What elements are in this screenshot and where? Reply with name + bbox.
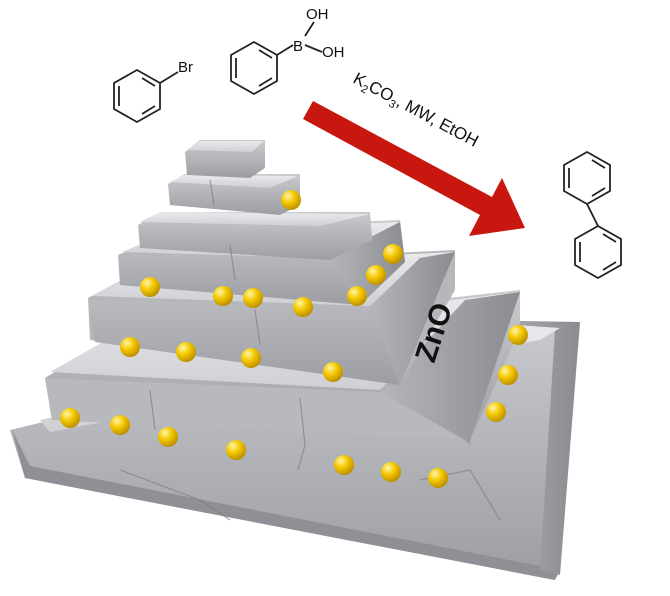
- reaction-arrow-icon: [303, 101, 525, 236]
- biphenyl-product-molecule: [563, 150, 622, 280]
- benzene-ring-icon: [563, 150, 611, 206]
- gold-nanoparticle-icon: [366, 265, 386, 285]
- gold-nanoparticle-icon: [120, 337, 140, 357]
- pyramid-tier-6: [168, 174, 300, 215]
- gold-nanoparticle-icon: [110, 415, 130, 435]
- hydroxyl-right-label: OH: [322, 44, 345, 61]
- gold-nanoparticles: [60, 190, 528, 488]
- hydroxyl-top-label: OH: [306, 6, 329, 23]
- gold-nanoparticle-icon: [140, 277, 160, 297]
- benzene-ring-icon: [574, 224, 622, 280]
- bromobenzene-molecule: Br: [113, 59, 193, 124]
- gold-nanoparticle-icon: [334, 455, 354, 475]
- gold-nanoparticle-icon: [428, 468, 448, 488]
- gold-nanoparticle-icon: [213, 286, 233, 306]
- benzene-ring-icon: [230, 21, 323, 96]
- gold-nanoparticle-icon: [243, 288, 263, 308]
- gold-nanoparticle-icon: [176, 342, 196, 362]
- gold-nanoparticle-icon: [508, 325, 528, 345]
- biaryl-bond: [586, 203, 599, 227]
- gold-nanoparticle-icon: [226, 440, 246, 460]
- gold-nanoparticle-icon: [486, 402, 506, 422]
- gold-nanoparticle-icon: [347, 286, 367, 306]
- gold-nanoparticle-icon: [293, 297, 313, 317]
- gold-nanoparticle-icon: [383, 244, 403, 264]
- boron-atom-label: B: [293, 38, 303, 55]
- pyramid-top-block: [185, 140, 265, 178]
- bromo-substituent-label: Br: [178, 59, 193, 76]
- gold-nanoparticle-icon: [281, 190, 301, 210]
- zno-support-pyramid: [10, 140, 580, 580]
- gold-nanoparticle-icon: [323, 362, 343, 382]
- gold-nanoparticle-icon: [158, 427, 178, 447]
- gold-nanoparticle-icon: [241, 348, 261, 368]
- gold-nanoparticle-icon: [498, 365, 518, 385]
- gold-nanoparticle-icon: [60, 408, 80, 428]
- benzene-ring-icon: [113, 68, 179, 124]
- gold-nanoparticle-icon: [381, 462, 401, 482]
- pyramid-tier-5: [138, 212, 372, 260]
- phenylboronic-acid-molecule: B OH OH: [230, 6, 345, 96]
